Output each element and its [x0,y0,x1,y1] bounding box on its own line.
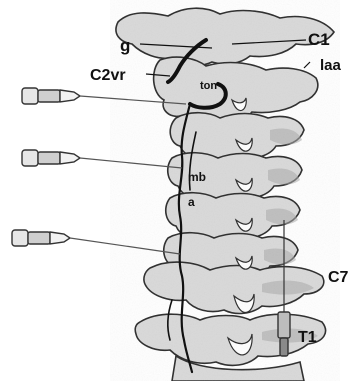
label-ton: ton [200,80,217,92]
label-c7: C7 [328,269,348,286]
label-g: g [120,36,130,55]
label-mb: mb [188,170,206,184]
label-a: a [188,195,195,209]
label-laa: laa [320,57,342,74]
label-c2vr: C2vr [90,67,126,84]
label-t1: T1 [298,329,317,346]
label-c1: C1 [308,30,330,49]
